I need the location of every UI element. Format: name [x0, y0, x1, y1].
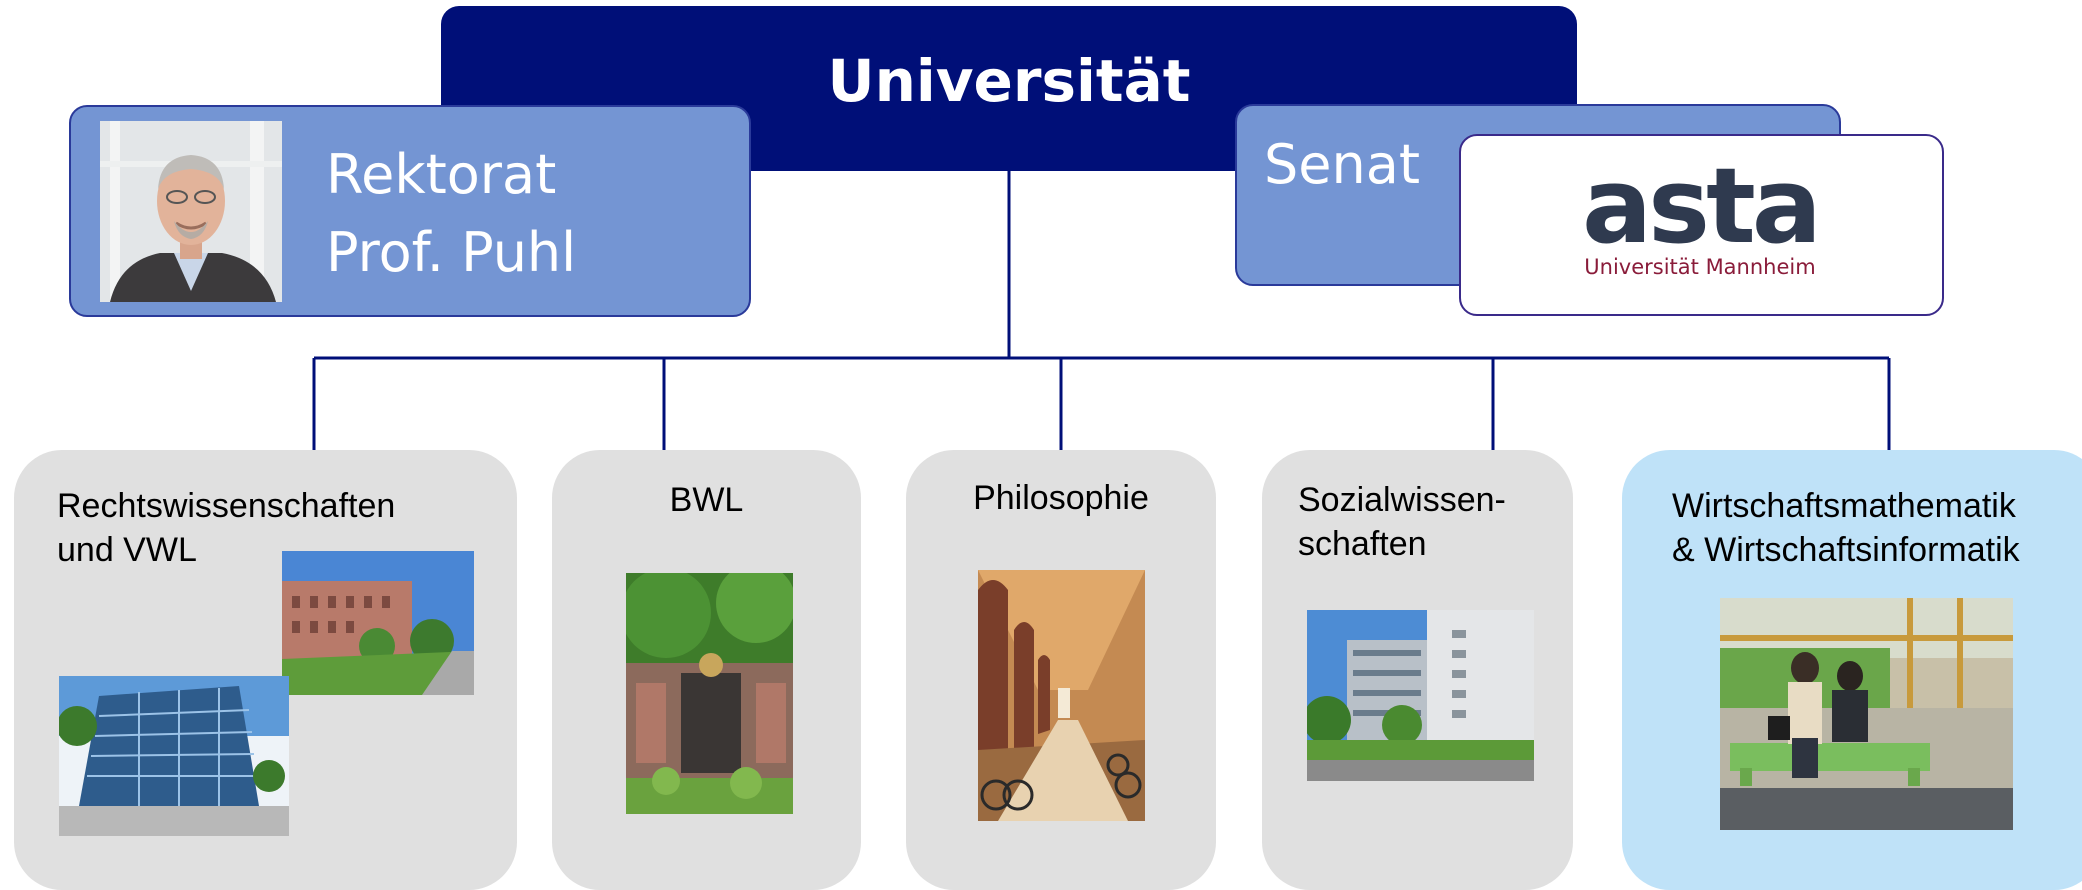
- faculty-label-line: und VWL: [57, 531, 197, 569]
- faculty-label-wirtschaftsmathematik-informatik: Wirtschaftsmathematik & Wirtschaftsinfor…: [1672, 484, 2020, 572]
- photo-glass-building: [59, 676, 289, 836]
- asta-box: [1459, 134, 1944, 316]
- faculty-label-line: BWL: [669, 481, 744, 519]
- photo-castle-building: [282, 551, 474, 695]
- asta-wordmark: asta: [1582, 152, 1818, 267]
- rektor-portrait: [100, 121, 282, 302]
- rektor-name: Prof. Puhl: [326, 221, 577, 284]
- faculty-label-line: Rechtswissenschaften: [57, 487, 396, 525]
- faculty-label-line: schaften: [1298, 525, 1427, 563]
- faculty-label-bwl: BWL: [552, 478, 861, 522]
- faculty-label-sozialwissenschaften: Sozialwissen- schaften: [1298, 478, 1506, 566]
- rektorat-label: Rektorat: [326, 143, 557, 206]
- photo-modern-building: [1307, 610, 1534, 781]
- photo-bwl-entrance: [626, 573, 793, 814]
- faculty-label-line: Wirtschaftsmathematik: [1672, 487, 2016, 525]
- photo-arcade-corridor: [978, 570, 1145, 821]
- asta-subtitle: Universität Mannheim: [1584, 255, 1815, 279]
- faculty-label-line: Sozialwissen-: [1298, 481, 1506, 519]
- faculty-label-line: & Wirtschaftsinformatik: [1672, 531, 2020, 569]
- senat-label: Senat: [1264, 133, 1420, 196]
- university-title: Universität: [827, 47, 1191, 115]
- org-connector-lines: [312, 171, 1891, 450]
- asta-logo: asta Universität Mannheim: [1575, 145, 1825, 280]
- photo-students-window: [1720, 598, 2013, 830]
- faculty-label-philosophie: Philosophie: [906, 476, 1216, 520]
- faculty-label-jura-vwl: Rechtswissenschaften und VWL: [57, 484, 395, 572]
- faculty-label-line: Philosophie: [973, 479, 1149, 517]
